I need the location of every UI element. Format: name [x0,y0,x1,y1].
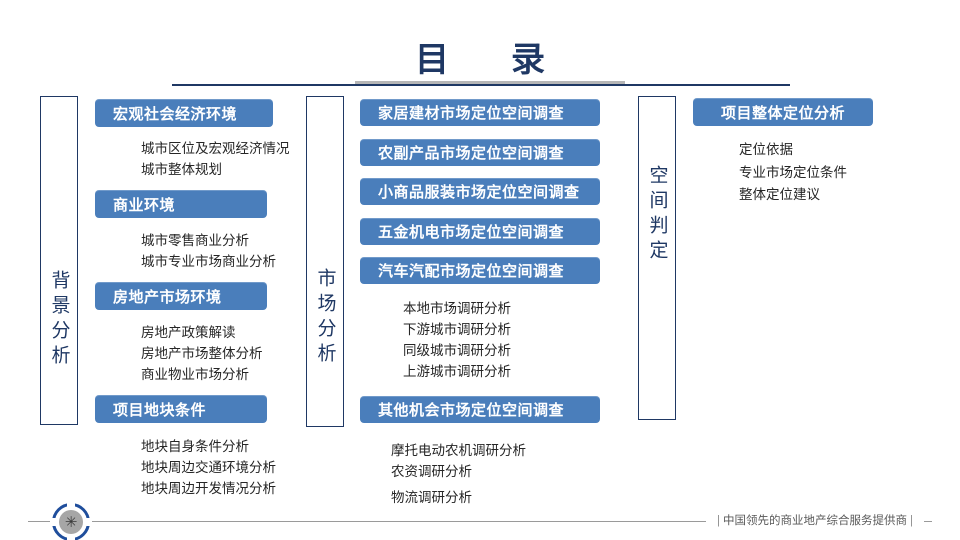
section-header-commercial-environment[interactable]: 商业环境 [95,190,267,218]
section-header-agricultural-products[interactable]: 农副产品市场定位空间调查 [360,139,600,166]
section-header-home-building-materials[interactable]: 家居建材市场定位空间调查 [360,99,600,126]
list-item[interactable]: 定位依据 [739,142,793,157]
category-label-background: 背景分析 [48,269,70,370]
footer-pipe-right: | [910,515,913,527]
title-rule [172,84,790,86]
section-header-macro-economy[interactable]: 宏观社会经济环境 [95,99,273,127]
section-header-real-estate-market[interactable]: 房地产市场环境 [95,282,267,310]
section-header-other-opportunity-markets[interactable]: 其他机会市场定位空间调查 [360,396,600,423]
footer-divider [28,521,932,522]
list-item[interactable]: 下游城市调研分析 [403,322,511,337]
list-item[interactable]: 本地市场调研分析 [403,301,511,316]
list-item[interactable]: 城市整体规划 [141,162,222,177]
list-item[interactable]: 专业市场定位条件 [739,165,847,180]
page-title: 目 录 [415,41,559,79]
list-item[interactable]: 城市零售商业分析 [141,233,249,248]
asterisk-icon: ✳ [59,510,83,534]
list-item[interactable]: 整体定位建议 [739,187,820,202]
footer-tagline-text: 中国领先的商业地产综合服务提供商 [723,515,907,527]
company-logo: ✳ [50,501,92,540]
list-item[interactable]: 地块周边交通环境分析 [141,460,276,475]
list-item[interactable]: 地块自身条件分析 [141,439,249,454]
list-item[interactable]: 商业物业市场分析 [141,367,249,382]
section-header-site-conditions[interactable]: 项目地块条件 [95,395,267,423]
footer-tagline: |中国领先的商业地产综合服务提供商| [706,512,924,528]
list-item[interactable]: 摩托电动农机调研分析 [391,443,526,458]
list-item[interactable]: 物流调研分析 [391,490,472,505]
title-rule-shadow [355,81,625,84]
section-header-small-commodity-apparel[interactable]: 小商品服装市场定位空间调查 [360,178,600,205]
list-item[interactable]: 房地产政策解读 [141,325,236,340]
list-item[interactable]: 上游城市调研分析 [403,364,511,379]
category-label-market: 市场分析 [314,267,336,368]
list-item[interactable]: 房地产市场整体分析 [141,346,263,361]
category-box-background[interactable]: 背景分析 [40,96,78,425]
list-item[interactable]: 城市专业市场商业分析 [141,254,276,269]
list-item[interactable]: 同级城市调研分析 [403,343,511,358]
section-header-auto-parts[interactable]: 汽车汽配市场定位空间调查 [360,257,600,284]
section-header-hardware-electromechanical[interactable]: 五金机电市场定位空间调查 [360,218,600,245]
category-box-market[interactable]: 市场分析 [306,96,344,427]
list-item[interactable]: 城市区位及宏观经济情况 [141,141,290,156]
list-item[interactable]: 地块周边开发情况分析 [141,481,276,496]
list-item[interactable]: 农资调研分析 [391,464,472,479]
category-label-space: 空间判定 [646,165,668,265]
section-header-overall-positioning[interactable]: 项目整体定位分析 [693,98,873,126]
footer-pipe-left: | [717,515,720,527]
category-box-space[interactable]: 空间判定 [638,96,676,420]
